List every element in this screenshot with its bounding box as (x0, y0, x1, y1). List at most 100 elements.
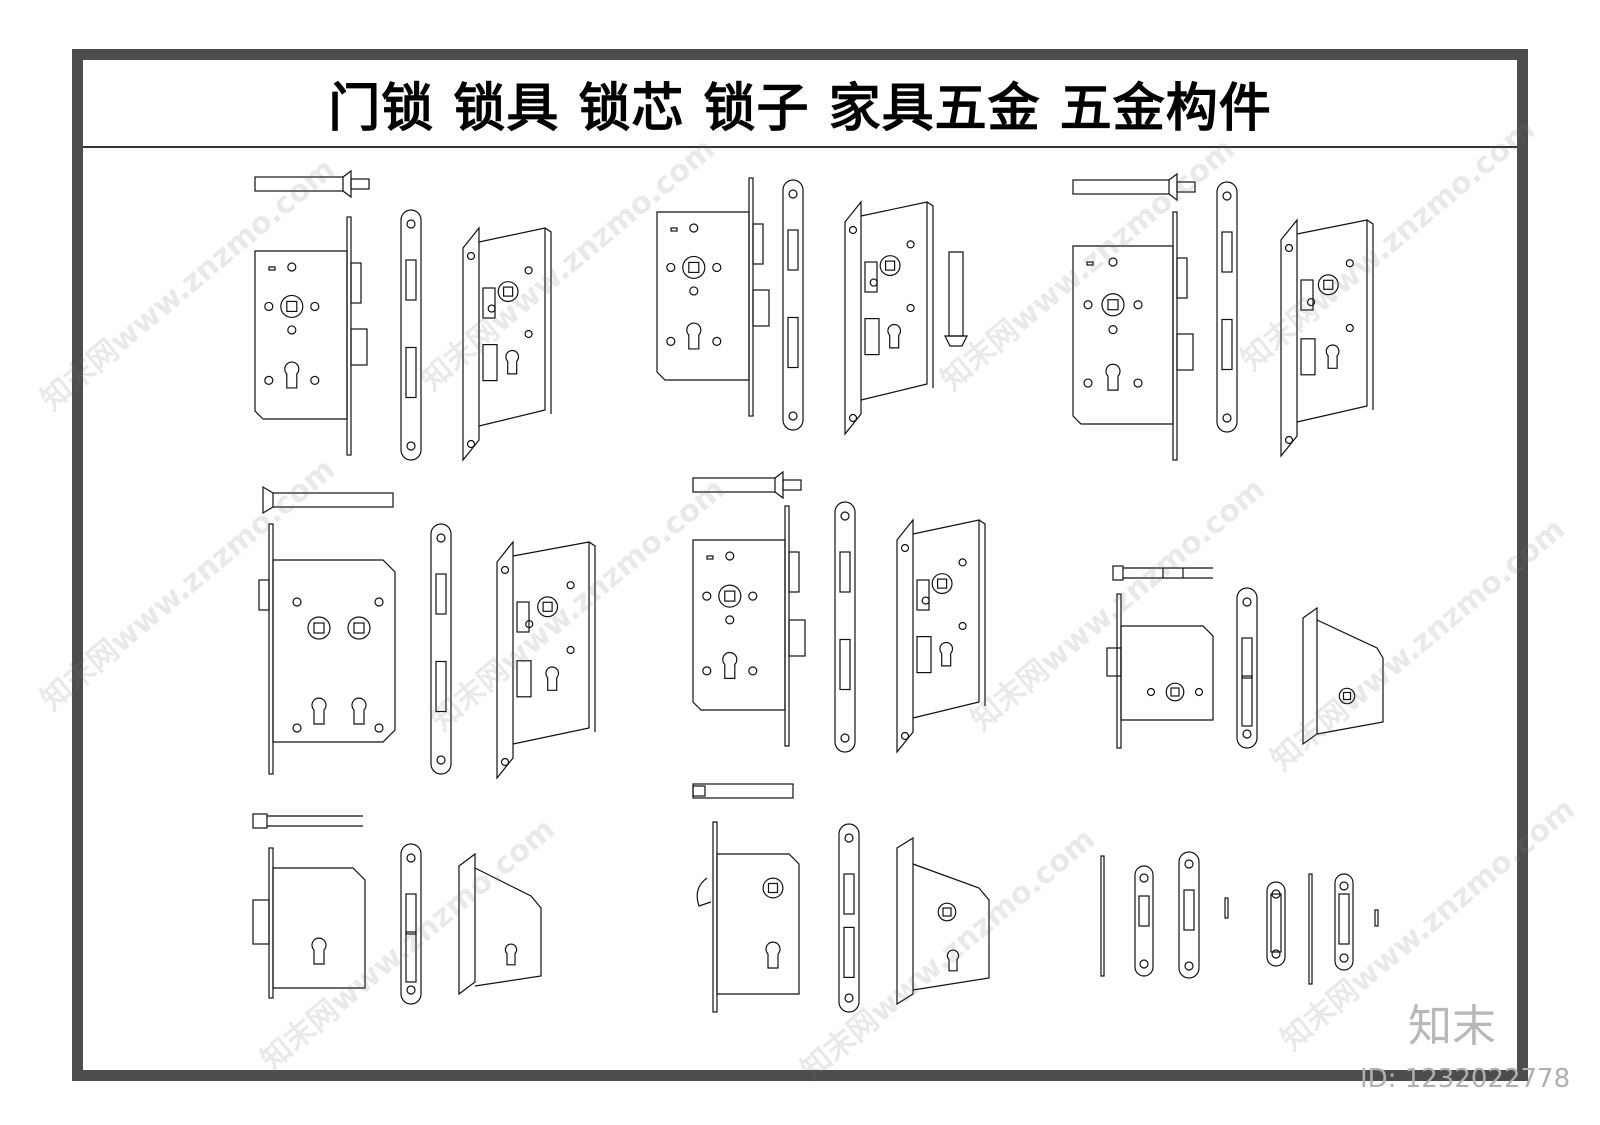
strike-plate (1178, 851, 1200, 979)
fixing-hole (689, 286, 699, 296)
fixing-hole (1345, 259, 1354, 268)
id-watermark: ID: 1232022778 (1360, 1064, 1571, 1094)
spindle-square (688, 261, 700, 274)
screw-hole (500, 565, 510, 575)
iso-faceplate (896, 836, 914, 1006)
spindle-hole (537, 596, 559, 618)
hook-bolt (696, 877, 712, 907)
latch-bolt (1072, 179, 1170, 195)
slot (706, 555, 714, 560)
screw-hole (1184, 859, 1194, 869)
lock-drawings-area (83, 148, 1517, 1070)
keyhole (1325, 344, 1340, 369)
fixing-hole (1108, 257, 1118, 267)
slot (670, 227, 678, 232)
fixing-hole (1306, 297, 1316, 307)
faceplate-side (838, 823, 860, 1013)
fixing-hole (748, 666, 758, 676)
fixing-hole (689, 223, 699, 233)
fixing-hole (1083, 300, 1093, 310)
iso-body (474, 867, 542, 987)
iso-body-edge (544, 227, 552, 414)
bolt-head (774, 470, 784, 500)
fixing-hole (906, 303, 915, 313)
fixing-hole (1133, 300, 1143, 310)
bolt-tip (350, 178, 370, 190)
iso-body (1296, 219, 1368, 423)
iso-bolt (1300, 338, 1316, 376)
fork-latch-prongs (267, 815, 363, 827)
spindle-square (503, 286, 514, 297)
lock-drawings-svg (252, 169, 1384, 1013)
keyhole (686, 322, 702, 350)
spindle-square (353, 622, 365, 634)
faceplate (268, 523, 274, 775)
fixing-hole (374, 597, 384, 607)
deadbolt (350, 328, 368, 366)
pin (1374, 909, 1379, 927)
faceplate-side (1216, 181, 1238, 433)
iso-latch (482, 287, 496, 319)
screw-hole (1139, 873, 1149, 883)
drawing-sheet-frame: 门锁 锁具 锁芯 锁子 家具五金 五金构件 (72, 49, 1528, 1081)
fork-latch-stem (1112, 565, 1124, 581)
iso-body (860, 201, 928, 401)
fixing-hole (264, 375, 274, 385)
fork-latch-prongs (1123, 567, 1213, 579)
spindle-square (767, 882, 779, 894)
screw-hole (848, 413, 858, 423)
iso-body-edge (978, 519, 986, 706)
iso-bolt (864, 318, 880, 356)
fixing-hole (748, 591, 758, 601)
spindle-hole (682, 255, 706, 280)
deadbolt (752, 289, 770, 327)
latch-cutout (405, 259, 417, 301)
faceplate-side (400, 843, 422, 1005)
bolt-cutout (405, 346, 417, 399)
screw-hole (844, 833, 854, 843)
latch-cutout (787, 229, 799, 271)
keyhole (504, 943, 518, 966)
screw-hole (788, 411, 798, 421)
fixing-hole (666, 262, 676, 273)
spindle-square (542, 601, 553, 612)
keyhole (946, 949, 960, 972)
latch-tongue (752, 223, 764, 265)
lock-body (254, 250, 348, 420)
screw-hole (840, 511, 850, 521)
bolt-cutout (1221, 318, 1233, 371)
fixing-hole (310, 301, 320, 312)
fixing-hole (1108, 325, 1118, 335)
fixing-hole (702, 666, 712, 676)
fixing-hole (264, 301, 274, 312)
iso-faceplate (896, 518, 914, 754)
fixing-hole (374, 723, 384, 733)
spindle-square (884, 260, 896, 271)
bolt-head (1168, 172, 1178, 202)
screw-hole (848, 225, 858, 235)
latch-cutout (839, 551, 851, 593)
latch-tongue (258, 579, 270, 611)
iso-faceplate (1280, 218, 1298, 458)
lock-body-large (272, 559, 396, 743)
screw-hole (1339, 881, 1349, 891)
fixing-hole (287, 325, 297, 335)
iso-body (912, 519, 980, 719)
keyhole (311, 937, 327, 965)
fixing-hole (712, 336, 722, 346)
screw-hole (466, 439, 476, 449)
screw-hole (1184, 961, 1194, 971)
latch-cutout (1221, 231, 1233, 273)
latch-bolt-long (692, 783, 794, 799)
keyhole (351, 697, 367, 725)
sheet-title: 门锁 锁具 锁芯 锁子 家具五金 五金构件 (328, 78, 1272, 139)
screw-hole (1339, 953, 1349, 963)
iso-latch (1300, 279, 1314, 311)
fixing-hole (1146, 687, 1156, 697)
iso-bolt (916, 636, 932, 674)
screw-hole (466, 251, 476, 261)
spare-bolt-head (944, 335, 968, 347)
pin (1224, 897, 1229, 919)
spindle-hole (307, 616, 331, 640)
bolt-cutout (1241, 675, 1253, 727)
